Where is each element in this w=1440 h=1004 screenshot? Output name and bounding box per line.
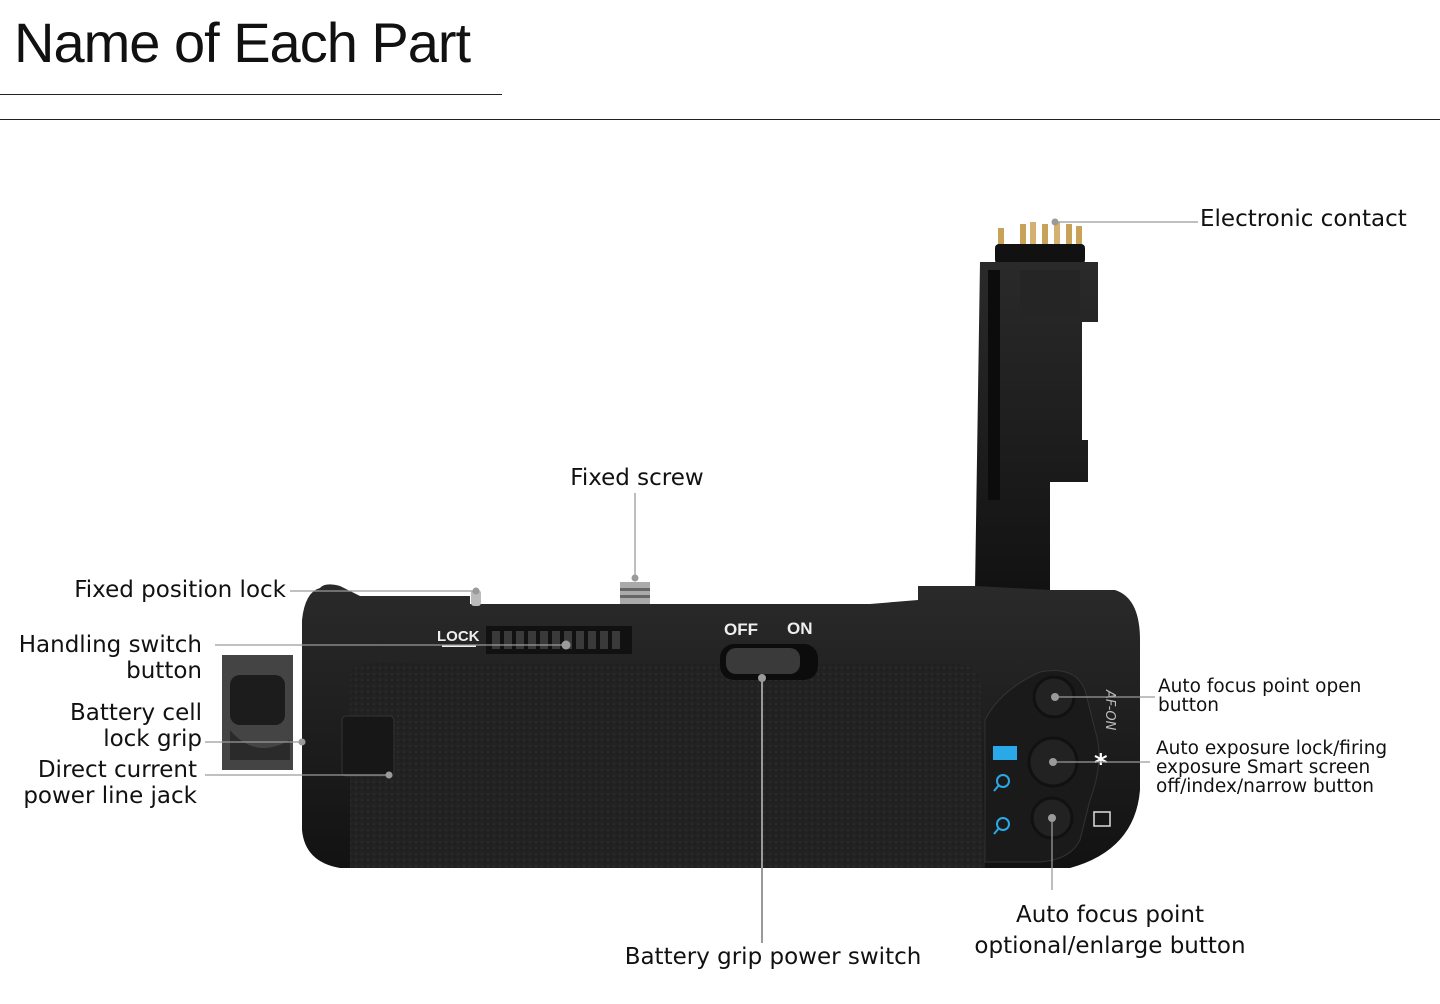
index-icon bbox=[993, 746, 1017, 760]
rubber-grip bbox=[350, 662, 985, 868]
label-line: Handling switch bbox=[18, 632, 202, 658]
label-fixed-position-lock: Fixed position lock bbox=[74, 577, 286, 603]
af-on-marking: AF-ON bbox=[1102, 689, 1117, 731]
label-electronic-contact: Electronic contact bbox=[1200, 206, 1407, 232]
label-af-point-optional: Auto focus point optional/enlarge button bbox=[950, 900, 1270, 962]
label-line: exposure Smart screen bbox=[1156, 757, 1371, 778]
label-line: off/index/narrow button bbox=[1156, 776, 1375, 797]
zoom-out-icon bbox=[996, 774, 1010, 788]
label-ae-lock: Auto exposure lock/firing exposure Smart… bbox=[1156, 739, 1387, 796]
label-line: lock grip bbox=[103, 726, 202, 752]
label-line: Auto focus point bbox=[1015, 902, 1205, 928]
on-marking: ON bbox=[787, 619, 813, 638]
battery-tower bbox=[975, 262, 1098, 590]
label-line: Auto focus point open bbox=[1158, 676, 1362, 697]
electronic-contact-pins bbox=[995, 222, 1085, 264]
leader-lines bbox=[205, 221, 1198, 943]
label-line: Auto exposure lock/firing bbox=[1156, 738, 1388, 759]
off-marking: OFF bbox=[724, 620, 758, 639]
zoom-in-icon bbox=[996, 817, 1010, 831]
label-line: Battery cell bbox=[69, 700, 202, 726]
dc-jack-cover bbox=[341, 715, 395, 777]
label-dc-jack: Direct current power line jack bbox=[0, 757, 197, 809]
lock-marking: LOCK bbox=[437, 628, 480, 645]
fixed-screw bbox=[620, 582, 650, 604]
leader-dots bbox=[298, 218, 1059, 822]
label-af-point-open: Auto focus point open button bbox=[1158, 677, 1361, 715]
asterisk-icon: * bbox=[1094, 749, 1108, 779]
af-point-icon bbox=[1093, 811, 1111, 827]
label-line: Direct current bbox=[37, 757, 197, 783]
label-line: button bbox=[126, 658, 202, 684]
label-battery-cell-lock: Battery cell lock grip bbox=[0, 700, 202, 752]
label-line: button bbox=[1158, 695, 1220, 716]
fixed-position-lock-pin bbox=[471, 590, 481, 606]
label-line: power line jack bbox=[23, 783, 197, 809]
page-title: Name of Each Part bbox=[14, 11, 471, 74]
title-underline bbox=[0, 94, 502, 95]
label-power-switch: Battery grip power switch bbox=[624, 944, 922, 970]
label-line: optional/enlarge button bbox=[974, 933, 1246, 959]
label-fixed-screw: Fixed screw bbox=[570, 465, 704, 491]
power-switch-lever bbox=[726, 648, 800, 674]
label-handling-switch: Handling switch button bbox=[0, 632, 202, 684]
header-divider bbox=[0, 119, 1440, 120]
